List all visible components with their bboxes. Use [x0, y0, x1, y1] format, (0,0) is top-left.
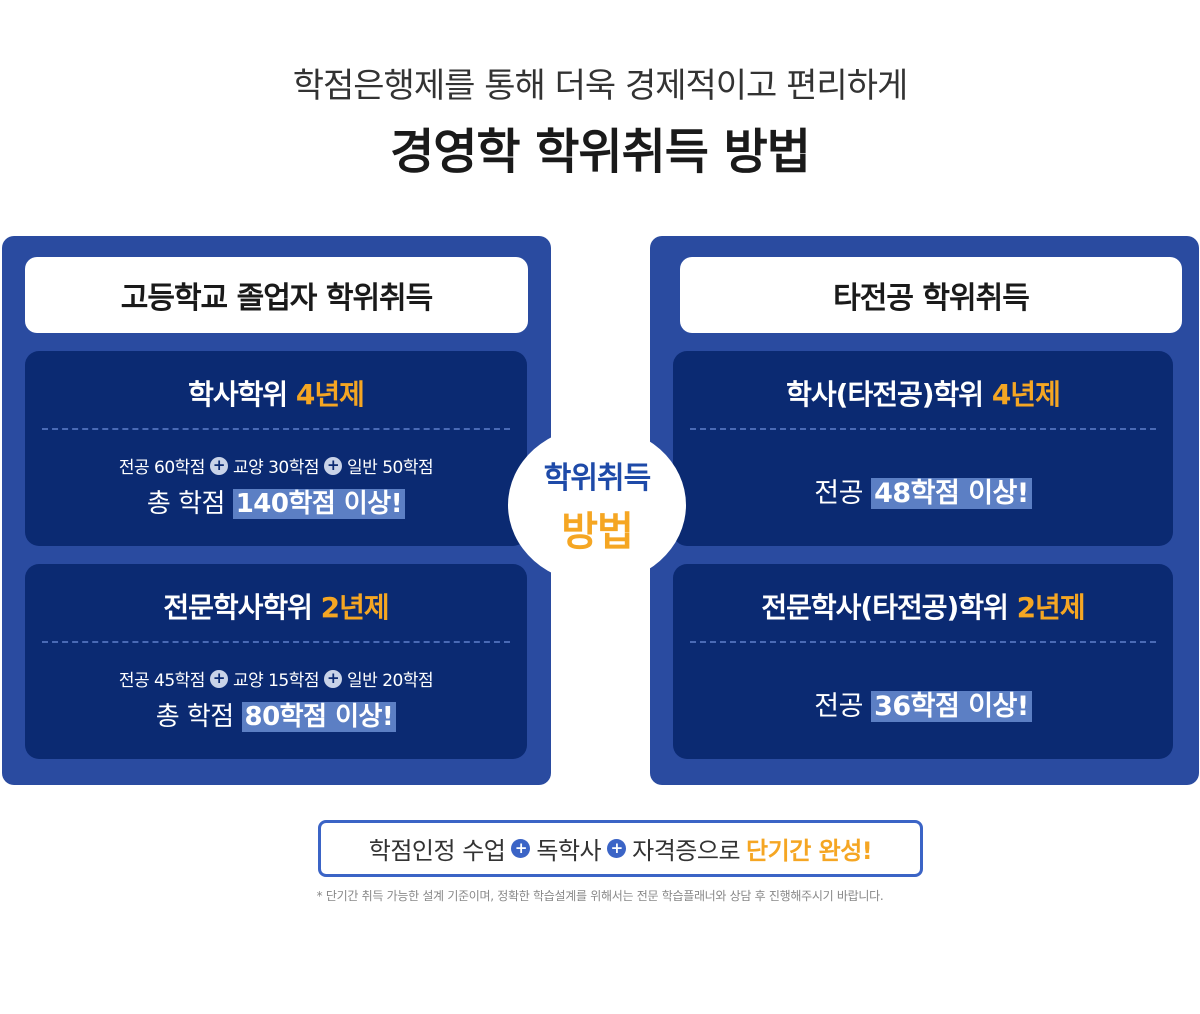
plus-circle-icon: +	[607, 839, 627, 858]
major-credits: 전공 36학점 이상!	[673, 684, 1173, 723]
plus-circle-icon: +	[209, 669, 228, 688]
page-subtitle: 학점은행제를 통해 더욱 경제적이고 편리하게	[292, 66, 909, 106]
badge-line1: 학위취득	[543, 461, 651, 496]
card-title: 학사(타전공)학위 4년제	[673, 373, 1173, 413]
credit-major: 전공 45학점	[118, 671, 206, 691]
summary-item: 독학사	[536, 837, 602, 865]
card-title-text: 전문학사학위	[163, 591, 313, 624]
total-credits: 총 학점 140학점 이상!	[25, 483, 527, 520]
credit-general: 일반 20학점	[347, 671, 434, 691]
credit-liberal-arts: 교양 15학점	[232, 671, 320, 691]
card-title-text: 전문학사(타전공)학위	[761, 591, 1008, 624]
total-label: 총 학점	[155, 702, 235, 732]
bachelor-degree-card: 학사학위 4년제 전공 60학점 + 교양 30학점 + 일반 50학점 총 학…	[25, 351, 527, 546]
credit-liberal-arts: 교양 30학점	[232, 458, 320, 478]
associate-degree-card: 전문학사학위 2년제 전공 45학점 + 교양 15학점 + 일반 20학점 총…	[25, 564, 527, 759]
high-school-graduate-panel: 고등학교 졸업자 학위취득 학사학위 4년제 전공 60학점 + 교양 30학점…	[2, 236, 551, 785]
plus-circle-icon: +	[324, 669, 343, 688]
panel-heading: 고등학교 졸업자 학위취득	[25, 257, 528, 333]
credit-breakdown: 전공 45학점 + 교양 15학점 + 일반 20학점	[25, 666, 527, 691]
plus-circle-icon: +	[209, 456, 228, 475]
major-highlight: 48학점 이상!	[871, 478, 1032, 509]
card-title-accent: 4년제	[295, 378, 365, 411]
plus-circle-icon: +	[324, 456, 343, 475]
associate-other-major-card: 전문학사(타전공)학위 2년제 전공 36학점 이상!	[673, 564, 1173, 759]
total-credits: 총 학점 80학점 이상!	[25, 696, 527, 733]
total-label: 총 학점	[146, 489, 226, 519]
card-title-accent: 4년제	[991, 378, 1061, 411]
summary-accent: 단기간 완성!	[746, 837, 873, 865]
page-title: 경영학 학위취득 방법	[390, 124, 811, 180]
card-title: 전문학사(타전공)학위 2년제	[673, 586, 1173, 626]
bachelor-other-major-card: 학사(타전공)학위 4년제 전공 48학점 이상!	[673, 351, 1173, 546]
card-title-text: 학사학위	[188, 378, 288, 411]
dashed-divider	[42, 641, 510, 643]
footnote: * 단기간 취득 가능한 설계 기준이며, 정확한 학습설계를 위해서는 전문 …	[316, 889, 884, 903]
credit-major: 전공 60학점	[118, 458, 206, 478]
summary-box: 학점인정 수업 + 독학사 + 자격증으로 단기간 완성!	[318, 820, 923, 877]
plus-circle-icon: +	[511, 839, 531, 858]
summary-item: 학점인정 수업	[368, 837, 506, 865]
panel-heading: 타전공 학위취득	[680, 257, 1182, 333]
total-highlight: 140학점 이상!	[232, 489, 406, 519]
major-highlight: 36학점 이상!	[871, 691, 1032, 722]
total-highlight: 80학점 이상!	[241, 702, 397, 732]
dashed-divider	[42, 428, 510, 430]
card-title-accent: 2년제	[1016, 591, 1086, 624]
major-label: 전공	[814, 691, 863, 722]
credit-breakdown: 전공 60학점 + 교양 30학점 + 일반 50학점	[25, 453, 527, 478]
other-major-panel: 타전공 학위취득 학사(타전공)학위 4년제 전공 48학점 이상! 전문학사(…	[650, 236, 1199, 785]
degree-method-badge: 학위취득 방법	[508, 426, 686, 584]
badge-line2: 방법	[561, 509, 634, 555]
dashed-divider	[690, 641, 1156, 643]
major-label: 전공	[814, 478, 863, 509]
card-title-accent: 2년제	[320, 591, 390, 624]
dashed-divider	[690, 428, 1156, 430]
summary-item: 자격증으로	[632, 837, 741, 865]
major-credits: 전공 48학점 이상!	[673, 471, 1173, 510]
card-title: 학사학위 4년제	[25, 373, 527, 413]
credit-general: 일반 50학점	[347, 458, 434, 478]
card-title-text: 학사(타전공)학위	[786, 378, 984, 411]
card-title: 전문학사학위 2년제	[25, 586, 527, 626]
